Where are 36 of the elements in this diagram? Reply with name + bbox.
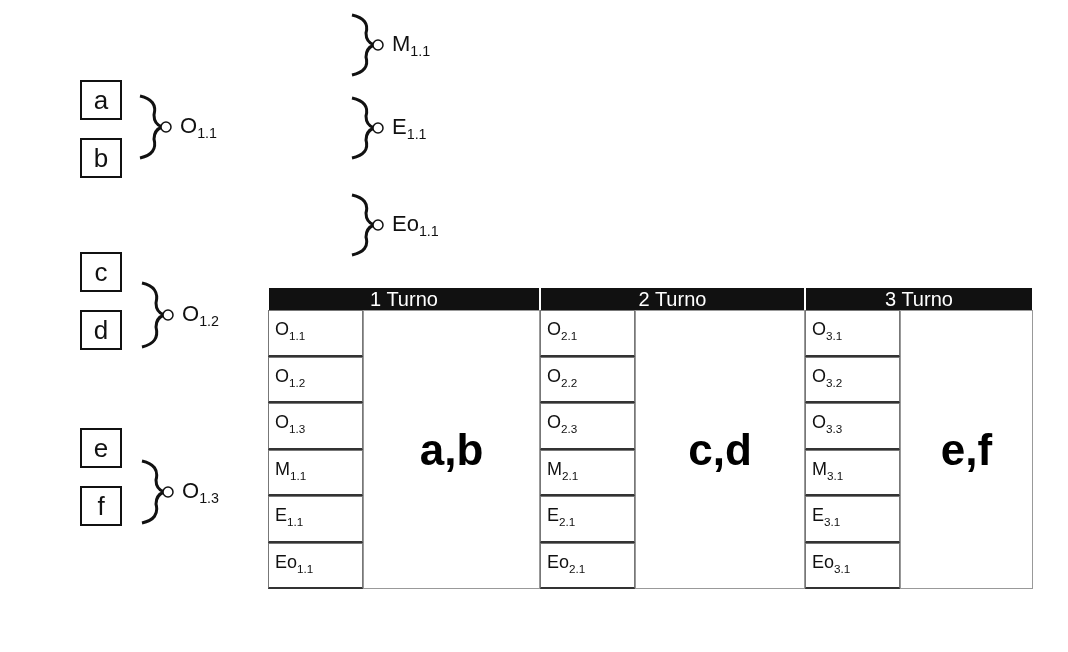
table-cell: Eo$_{1.1}$ [268,542,363,589]
group-label: Eo$_{1.1}$ [392,213,439,239]
table-cell: O$_{1.1}$ [268,310,363,357]
table-cell: M$_{1.1}$ [268,449,363,496]
table-cell: E$_{3.1}$ [805,496,900,543]
table-cell: O$_{1.3}$ [268,403,363,450]
table-cell: e,f [900,310,1033,589]
group-label: O$_{1.1}$ [180,115,217,141]
table-cell: a,b [363,310,540,589]
table-cell: E$_{2.1}$ [540,496,635,543]
table-cell: O$_{2.1}$ [540,310,635,357]
table-cell: O$_{3.2}$ [805,356,900,403]
letter-box: e [80,428,122,468]
letter-box: f [80,486,122,526]
table-cell: Eo$_{3.1}$ [805,542,900,589]
header-cell: 3 Turno [806,288,1032,310]
table-cell: M$_{2.1}$ [540,449,635,496]
table-cell: E$_{1.1}$ [268,496,363,543]
letter-box: b [80,138,122,178]
table-cell: O$_{1.2}$ [268,356,363,403]
table-cell: O$_{3.1}$ [805,310,900,357]
group-label: O$_{1.3}$ [182,480,219,506]
group-label: E$_{1.1}$ [392,116,427,142]
header-cell: 1 Turno [269,288,539,310]
group-label: O$_{1.2}$ [182,303,219,329]
letter-box: a [80,80,122,120]
table-cell: Eo$_{2.1}$ [540,542,635,589]
table-cell: O$_{3.3}$ [805,403,900,450]
table-cell: O$_{2.3}$ [540,403,635,450]
letter-box: c [80,252,122,292]
table-cell: M$_{3.1}$ [805,449,900,496]
table-cell: O$_{2.2}$ [540,356,635,403]
letter-box: d [80,310,122,350]
header-cell: 2 Turno [541,288,804,310]
group-label: M$_{1.1}$ [392,33,431,59]
table-cell: c,d [635,310,805,589]
